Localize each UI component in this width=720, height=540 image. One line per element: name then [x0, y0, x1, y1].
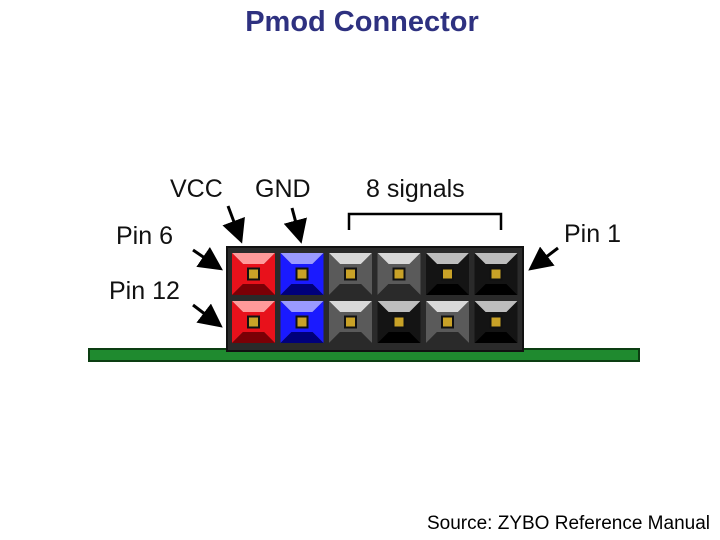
- pin1-arrow: [528, 246, 559, 271]
- pin-contact: [247, 267, 260, 281]
- pin-black: [474, 301, 518, 343]
- pin-contact: [489, 315, 503, 329]
- pin-vcc: [232, 301, 275, 343]
- pin-black: [426, 253, 469, 295]
- pin-black: [474, 253, 518, 295]
- pin-gray: [329, 253, 372, 295]
- pin-contact: [295, 315, 309, 329]
- pin-vcc: [232, 253, 275, 295]
- page-title: Pmod Connector: [245, 6, 479, 38]
- pin-contact: [441, 267, 454, 281]
- pin-contact: [295, 267, 309, 281]
- pin-gray: [426, 301, 469, 343]
- pin1-label: Pin 1: [564, 220, 621, 248]
- pin-contact: [344, 315, 357, 329]
- pin6-arrow: [192, 246, 223, 271]
- pin-array: [232, 253, 518, 343]
- pin-contact: [441, 315, 454, 329]
- pin6-label: Pin 6: [116, 222, 173, 250]
- pin-contact: [247, 315, 260, 329]
- pin-gray: [329, 301, 372, 343]
- signals-bracket: [347, 212, 503, 230]
- pin-gnd: [280, 301, 324, 343]
- gnd-arrow: [283, 207, 307, 244]
- vcc-arrow: [222, 205, 245, 244]
- gnd-label: GND: [255, 175, 311, 203]
- connector-housing: [226, 246, 524, 352]
- pin-contact: [489, 267, 503, 281]
- source-caption: Source: ZYBO Reference Manual: [426, 513, 710, 534]
- vcc-label: VCC: [170, 175, 223, 203]
- signals-label: 8 signals: [366, 175, 465, 203]
- pin-contact: [344, 267, 357, 281]
- pin-black: [377, 301, 421, 343]
- pin-gray: [377, 253, 421, 295]
- pin-contact: [392, 267, 406, 281]
- pin-gnd: [280, 253, 324, 295]
- pin12-label: Pin 12: [109, 277, 180, 305]
- pin-contact: [392, 315, 406, 329]
- pin12-arrow: [192, 303, 223, 328]
